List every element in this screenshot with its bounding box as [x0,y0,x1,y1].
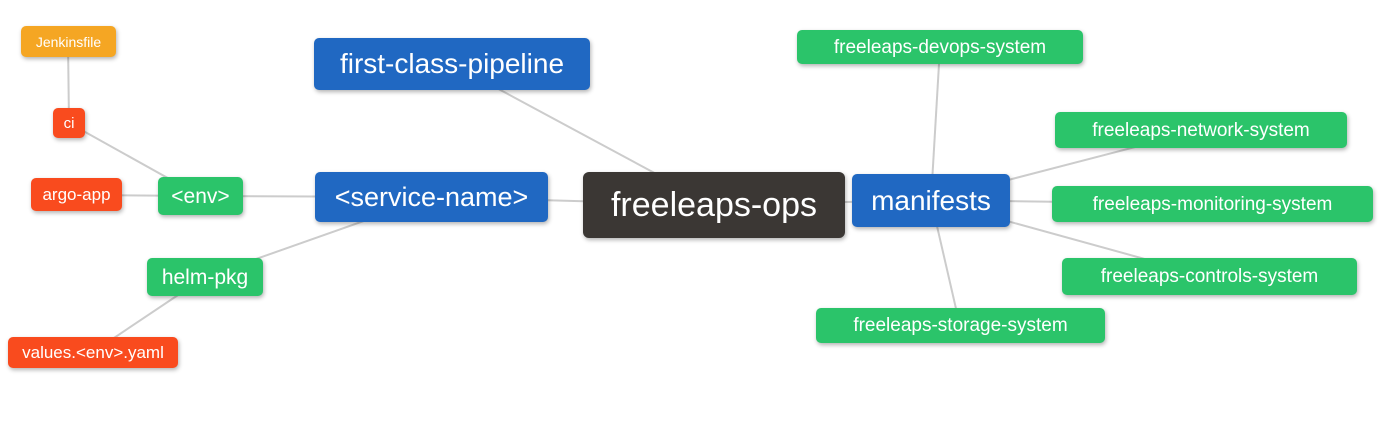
node-freeleaps-controls-system[interactable]: freeleaps-controls-system [1062,258,1357,295]
node-env[interactable]: <env> [158,177,243,215]
node-helm-pkg[interactable]: helm-pkg [147,258,263,296]
node-jenkinsfile[interactable]: Jenkinsfile [21,26,116,57]
node-manifests[interactable]: manifests [852,174,1010,227]
node-values-env-yaml[interactable]: values.<env>.yaml [8,337,178,368]
node-argo-app[interactable]: argo-app [31,178,122,211]
node-freeleaps-network-system[interactable]: freeleaps-network-system [1055,112,1347,148]
node-service-name[interactable]: <service-name> [315,172,548,222]
node-freeleaps-monitoring-system[interactable]: freeleaps-monitoring-system [1052,186,1373,222]
node-freeleaps-ops-root[interactable]: freeleaps-ops [583,172,845,238]
node-first-class-pipeline[interactable]: first-class-pipeline [314,38,590,90]
node-freeleaps-storage-system[interactable]: freeleaps-storage-system [816,308,1105,343]
node-ci[interactable]: ci [53,108,85,138]
node-freeleaps-devops-system[interactable]: freeleaps-devops-system [797,30,1083,64]
